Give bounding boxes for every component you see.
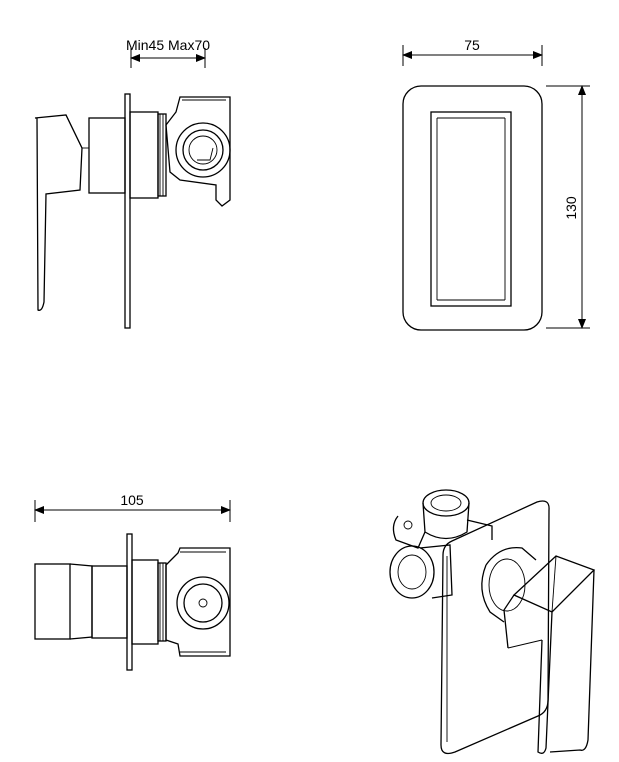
overall-length-label: 105	[120, 492, 144, 508]
top-view: 105	[34, 492, 231, 671]
depth-dimension: Min45 Max70	[126, 37, 210, 68]
overall-length-dimension: 105	[34, 492, 231, 522]
plate-width-dimension: 75	[402, 37, 543, 66]
front-view: 75 130	[402, 37, 590, 331]
plate-height-dimension: 130	[546, 85, 590, 329]
isometric-view	[389, 489, 596, 755]
plate-height-label: 130	[563, 196, 579, 220]
depth-range-label: Min45 Max70	[126, 37, 210, 53]
plate-width-label: 75	[464, 37, 480, 53]
side-view: Min45 Max70	[34, 37, 231, 329]
